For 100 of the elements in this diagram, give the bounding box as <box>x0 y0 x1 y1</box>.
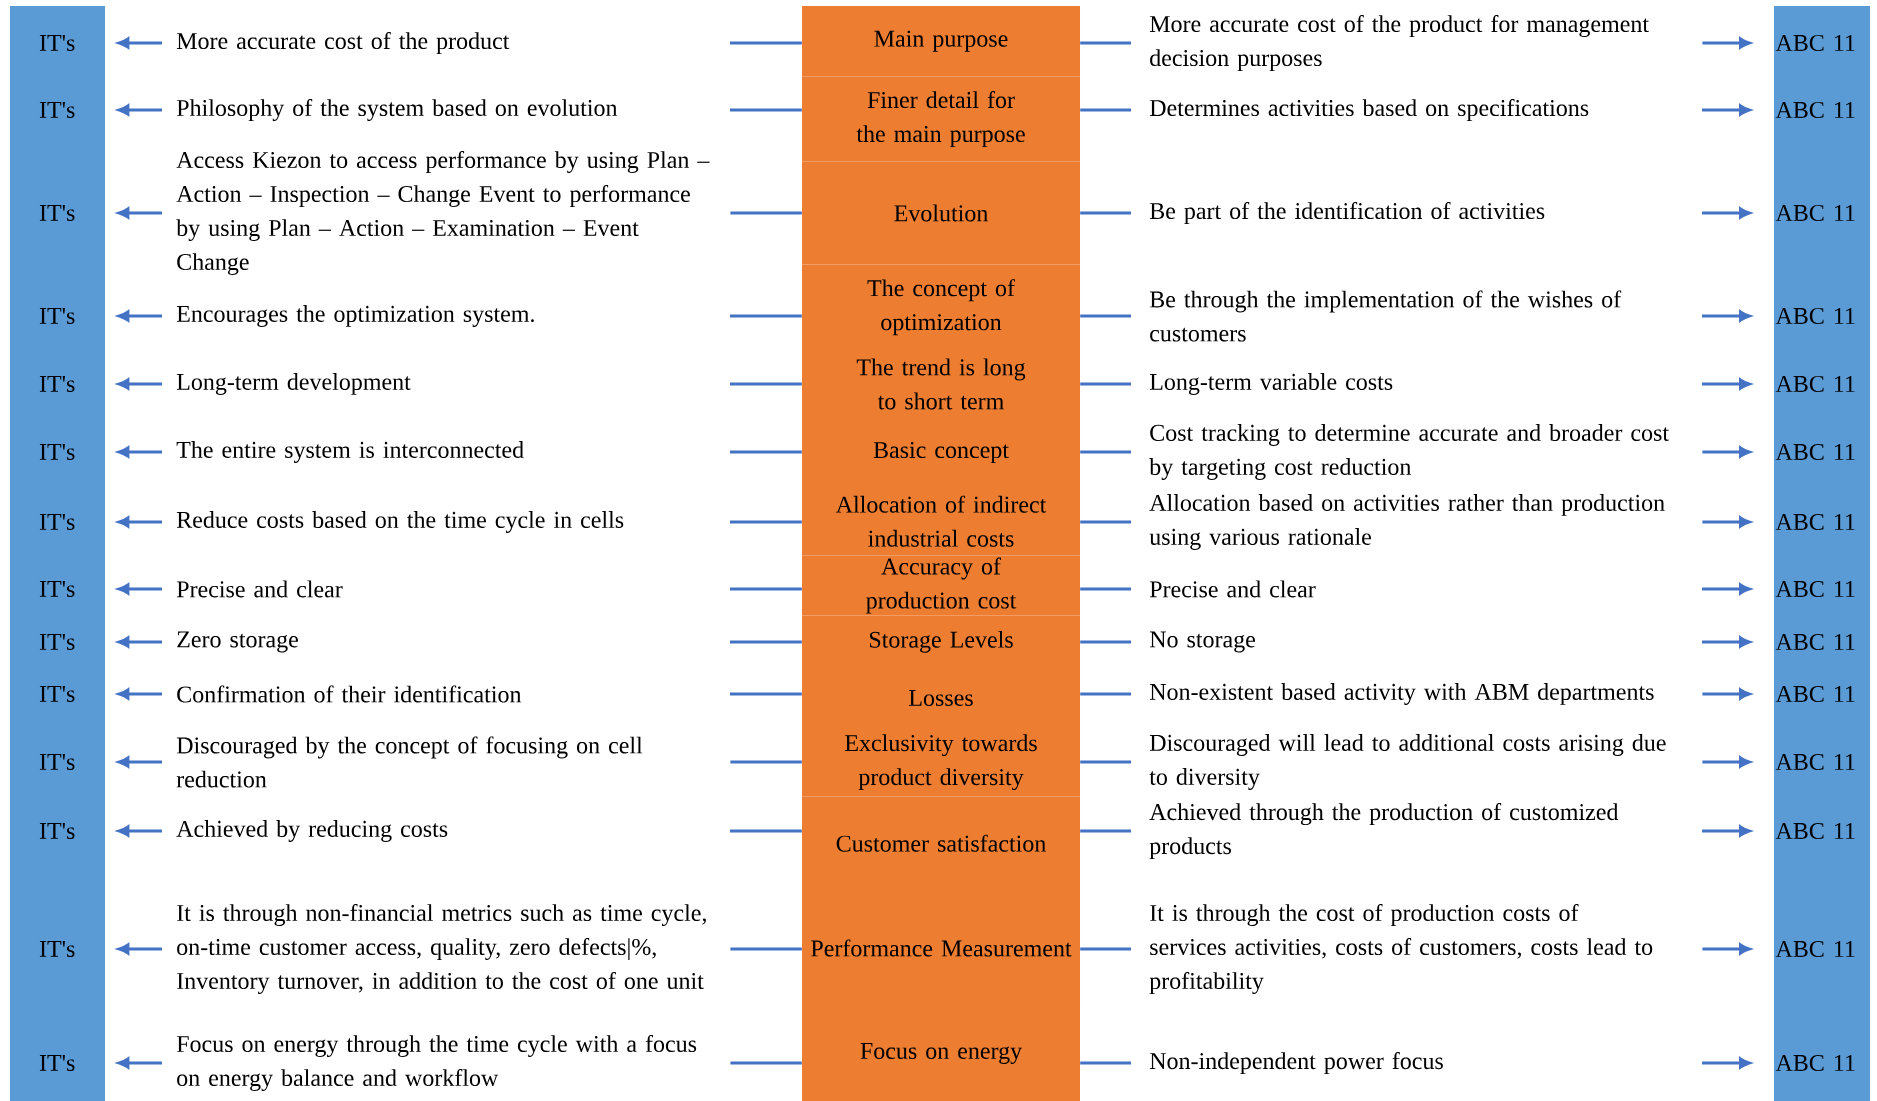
arrow <box>117 636 162 648</box>
connector-line <box>1080 108 1131 112</box>
connector-line <box>730 829 802 833</box>
connector-line <box>730 947 802 951</box>
node-label: Storage Levels <box>869 630 1013 653</box>
connector-line <box>730 520 802 524</box>
criterion-cell: Main purpose <box>802 5 1080 77</box>
connector-line <box>730 587 802 591</box>
column-label: ABC 11 <box>1775 940 1855 958</box>
connector-line <box>730 1061 802 1065</box>
column-label: IT's <box>39 205 75 221</box>
column-label: ABC 11 <box>1775 204 1855 222</box>
column-label: ABC 11 <box>1775 685 1855 703</box>
arrow <box>117 104 162 116</box>
description-text: Achieved by reducing costs <box>176 820 448 842</box>
arrow <box>1702 446 1751 458</box>
description-text: No storage <box>1149 631 1255 653</box>
connector-line <box>1080 520 1131 524</box>
description-text: Long-term variable costs <box>1149 373 1393 395</box>
arrow <box>1702 378 1751 390</box>
arrow <box>1702 310 1751 322</box>
column-label: ABC 11 <box>1775 513 1855 531</box>
column-label: IT's <box>39 35 75 51</box>
description-text: More accurate cost of the product <box>176 32 510 54</box>
node-label: Exclusivity towards product diversity <box>845 734 1037 791</box>
criterion-cell: Performance Measurement <box>802 890 1080 1006</box>
description-text: Cost tracking to determine accurate and broader cost by targeting cost reduction <box>1149 424 1669 480</box>
description-text: Be through the implementation of the wishes of customers <box>1149 290 1622 342</box>
column-label: ABC 11 <box>1775 633 1855 651</box>
connector-line <box>1080 640 1131 644</box>
arrow <box>117 516 162 528</box>
arrow <box>1702 207 1751 219</box>
column-label: ABC 11 <box>1775 307 1855 325</box>
column-label: ABC 11 <box>1775 443 1855 461</box>
node-label: Focus on energy <box>860 1043 1023 1064</box>
column-label: IT's <box>39 1055 75 1071</box>
column-label: IT's <box>39 686 75 702</box>
arrow <box>117 37 162 49</box>
description-text: Be part of the identification of activities <box>1149 202 1545 224</box>
column-label: ABC 11 <box>1775 375 1855 393</box>
connector-line <box>1080 1061 1131 1065</box>
description-text: The entire system is interconnected <box>176 441 524 463</box>
column-label: IT's <box>39 581 75 597</box>
criterion-cell: Customer satisfaction <box>802 796 1080 890</box>
column-label: IT's <box>39 514 75 530</box>
column-label: ABC 11 <box>1775 101 1855 119</box>
description-text: Encourages the optimization system. <box>176 305 534 327</box>
node-label: Evolution <box>894 204 988 222</box>
description-text: Discouraged will lead to additional costs arising due to diversity <box>1149 734 1666 790</box>
criterion-cell: Basic concept <box>802 418 1080 487</box>
node-label: Finer detail for the main purpose <box>856 90 1025 147</box>
connector-line <box>730 760 802 764</box>
arrow <box>117 943 162 955</box>
arrow <box>1702 583 1751 595</box>
arrow <box>1702 516 1751 528</box>
description-text: Determines activities based on specifications <box>1149 99 1589 121</box>
criterion-cell: Focus on energy <box>802 1006 1080 1101</box>
connector-line <box>1080 314 1131 318</box>
arrow <box>117 310 162 322</box>
arrow <box>1702 688 1751 700</box>
description-text: Philosophy of the system based on evolution <box>176 98 618 122</box>
description-text: Achieved through the production of customized products <box>1149 803 1619 859</box>
column-label: IT's <box>39 102 75 118</box>
node-label: Basic concept <box>873 442 1009 463</box>
connector-line <box>1080 760 1131 764</box>
connector-line <box>730 382 802 386</box>
description-text: Allocation based on activities rather than production using various rationale <box>1149 494 1665 550</box>
arrow <box>1702 636 1751 648</box>
description-text: Reduce costs based on the time cycle in cells <box>176 511 624 533</box>
connector-line <box>1080 692 1131 696</box>
arrow <box>117 825 162 837</box>
description-text: Non-independent power focus <box>1149 1052 1443 1074</box>
description-text: Precise and clear <box>176 580 343 598</box>
column-label: IT's <box>39 376 75 392</box>
node-label: Performance Measurement <box>811 939 1072 957</box>
connector-line <box>1080 587 1131 591</box>
connector-line <box>730 108 802 112</box>
connector-line <box>730 41 802 45</box>
column-label: ABC 11 <box>1775 753 1855 771</box>
connector-line <box>1080 382 1131 386</box>
connector-line <box>1080 41 1131 45</box>
column-label: IT's <box>39 308 75 324</box>
connector-line <box>1080 211 1131 215</box>
description-text: It is through the cost of production costs of services activities, costs of customers, costs lead to profitability <box>1149 903 1653 995</box>
node-label: Losses <box>909 690 973 706</box>
connector-line <box>730 314 802 318</box>
arrow <box>117 756 162 768</box>
node-label: The trend is long to short term <box>856 358 1026 410</box>
criterion-cell: Exclusivity towards product diversity <box>802 727 1080 797</box>
arrow <box>1702 943 1751 955</box>
column-label: IT's <box>39 444 75 460</box>
column-label: IT's <box>39 754 75 770</box>
connector-line <box>1080 947 1131 951</box>
description-text: More accurate cost of the product for management decision purposes <box>1149 15 1649 71</box>
description-text: It is through non-financial metrics such as time cycle, on-time customer access, quality, zero defects|%, Inventory turnover, in addition to the cost of one unit <box>177 903 706 995</box>
column-label: IT's <box>39 941 75 957</box>
arrow <box>1702 756 1751 768</box>
arrow <box>1702 825 1751 837</box>
connector-line <box>730 692 802 696</box>
node-label: Main purpose <box>874 30 1008 52</box>
